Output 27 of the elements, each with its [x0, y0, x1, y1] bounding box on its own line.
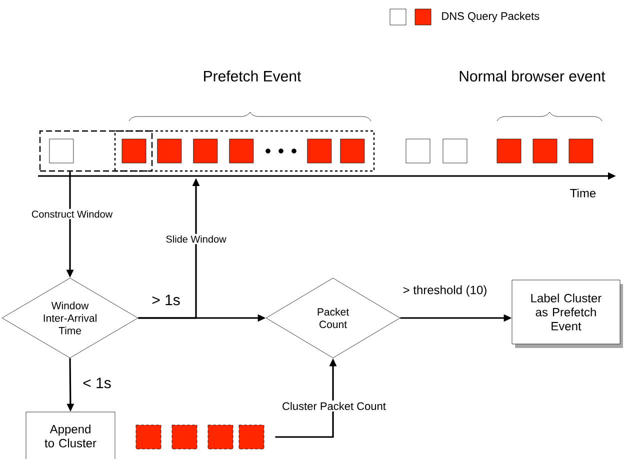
edge-label: Slide Window [164, 234, 228, 244]
packet-square [193, 138, 218, 164]
window-frame [114, 130, 375, 172]
packet-square [496, 138, 522, 164]
packet-square [340, 138, 365, 164]
edge-label: Construct Window [30, 208, 114, 220]
packet-square [442, 138, 468, 164]
edge-label: Cluster Packet Count [280, 400, 388, 412]
process-box: Label Cluster as Prefetch Event [512, 280, 623, 348]
axis-label: Time [570, 188, 596, 198]
edge-label: > threshold (10) [403, 285, 486, 297]
process-box: Append to Cluster [26, 412, 116, 459]
event-label: Normal browser event [460, 70, 606, 82]
event-label: Prefetch Event [204, 70, 302, 82]
packet-square [307, 138, 332, 164]
packet-square [157, 138, 182, 164]
packet-cluster [136, 424, 264, 450]
window-frame [39, 130, 153, 172]
edge-label: < 1s [83, 378, 111, 388]
legend-text: DNS Query Packets [442, 12, 540, 22]
packet-square [532, 138, 558, 164]
packet-square [229, 138, 254, 164]
packet-square [568, 138, 594, 164]
packet-square [406, 138, 430, 164]
packet-square [49, 138, 74, 164]
packet-square [122, 138, 146, 164]
edge-label: > 1s [152, 294, 180, 306]
